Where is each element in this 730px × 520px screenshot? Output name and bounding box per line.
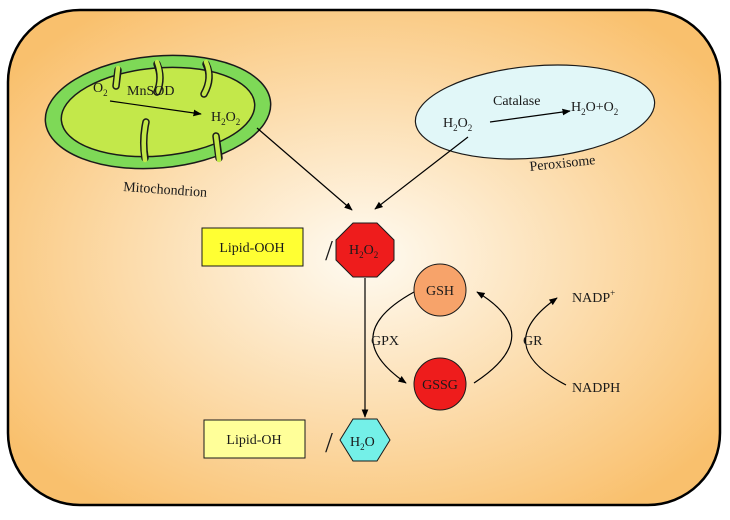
gr-curve [473, 291, 513, 384]
mnsod-arrow [109, 100, 202, 117]
peroxisome: H2O2 Catalase H2O+O2 Peroxisome [414, 64, 656, 175]
gssg-node [413, 357, 467, 411]
mitochondrion: O2 MnSOD H2O2 Mitochondrion [44, 54, 272, 201]
mito-o2: O2 [93, 81, 108, 98]
gr-label: GR [523, 334, 543, 349]
peroxisome-label: Peroxisome [529, 153, 596, 175]
lipid-ooh-box [201, 227, 304, 267]
nadph-to-nadp-curve [525, 297, 567, 386]
perox-h2o2: H2O2 [443, 116, 472, 133]
peroxisome-membrane [414, 64, 656, 160]
catalase-arrow [489, 108, 571, 123]
lipid-oh-box [203, 419, 306, 459]
mito-to-h2o2-arrow [256, 127, 353, 211]
gsh-label: GSH [426, 284, 454, 299]
nadph-label: NADPH [572, 381, 620, 396]
mito-h2o2: H2O2 [211, 110, 240, 127]
gsh-node [413, 263, 467, 317]
catalase-label: Catalase [493, 94, 540, 109]
gssg-label: GSSG [422, 378, 458, 393]
lipid-oh-label: Lipid-OH [226, 433, 281, 448]
lipid-ooh-label: Lipid-OOH [219, 241, 284, 256]
h2o-label: H2O [350, 435, 375, 452]
perox-to-h2o2-arrow [374, 136, 469, 210]
mnsod-label: MnSOD [127, 84, 174, 99]
h2o2-octagon [335, 222, 395, 278]
center-h2o2: H2O2 [349, 243, 378, 260]
mitochondrion-label: Mitochondrion [123, 180, 208, 201]
slash-bottom: / [325, 428, 333, 459]
perox-product: H2O+O2 [571, 100, 618, 117]
gpx-label: GPX [371, 334, 399, 349]
slash-top: / [325, 236, 333, 267]
gpx-curve [372, 291, 415, 384]
nadp-label: NADP+ [572, 288, 615, 306]
h2o-hexagon [339, 418, 391, 462]
